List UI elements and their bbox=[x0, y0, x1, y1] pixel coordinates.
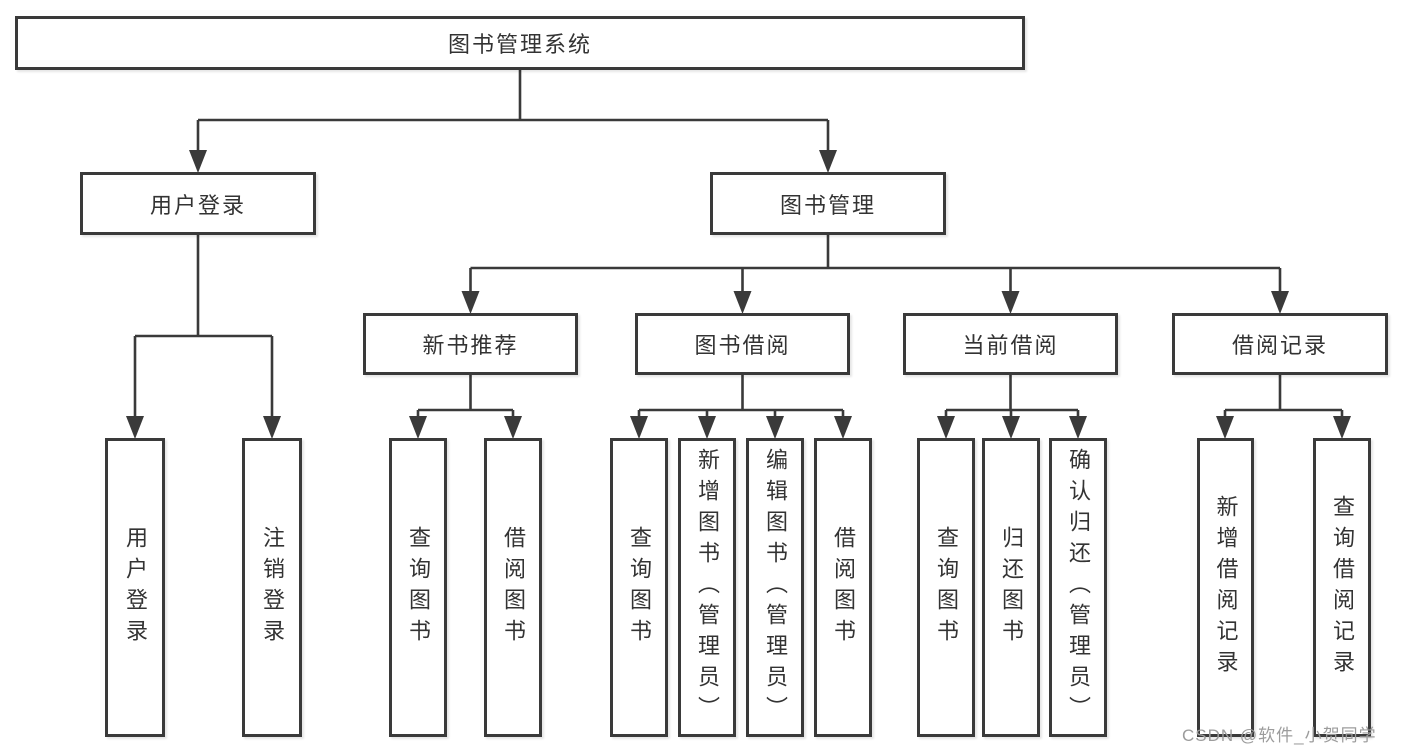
arrow-down-icon bbox=[937, 416, 955, 439]
node-root-system: 图书管理系统 bbox=[15, 16, 1025, 70]
arrow-down-icon bbox=[1271, 291, 1289, 314]
node-borrowing-records: 借阅记录 bbox=[1172, 313, 1388, 375]
arrow-down-icon bbox=[409, 416, 427, 439]
arrow-down-icon bbox=[126, 416, 144, 439]
node-book-borrowing: 图书借阅 bbox=[635, 313, 850, 375]
arrow-down-icon bbox=[834, 416, 852, 439]
node-new-book-recommend: 新书推荐 bbox=[363, 313, 578, 375]
arrow-down-icon bbox=[698, 416, 716, 439]
leaf-borrow-books: 借阅图书 bbox=[814, 438, 872, 737]
leaf-query-books-recommend: 查询图书 bbox=[389, 438, 447, 737]
arrow-down-icon bbox=[1002, 416, 1020, 439]
node-book-management: 图书管理 bbox=[710, 172, 946, 235]
leaf-add-borrow-record: 新增借阅记录 bbox=[1197, 438, 1254, 737]
arrow-down-icon bbox=[766, 416, 784, 439]
arrow-down-icon bbox=[189, 150, 207, 173]
leaf-query-borrow-record: 查询借阅记录 bbox=[1313, 438, 1371, 737]
arrow-down-icon bbox=[461, 291, 480, 314]
leaf-query-books-current: 查询图书 bbox=[917, 438, 975, 737]
tree-connector-path bbox=[133, 70, 1344, 421]
arrow-down-icon bbox=[504, 416, 522, 439]
arrow-down-icon bbox=[1333, 416, 1351, 439]
arrow-down-icon bbox=[819, 150, 837, 173]
leaf-borrow-books-recommend: 借阅图书 bbox=[484, 438, 542, 737]
arrow-down-icon bbox=[263, 416, 281, 439]
leaf-edit-book-admin: 编辑图书（管理员） bbox=[746, 438, 804, 737]
arrow-down-icon bbox=[733, 291, 752, 314]
leaf-return-book: 归还图书 bbox=[982, 438, 1040, 737]
csdn-watermark: CSDN @软件_小贺同学 bbox=[1182, 726, 1377, 745]
node-user-login: 用户登录 bbox=[80, 172, 316, 235]
leaf-add-book-admin: 新增图书（管理员） bbox=[678, 438, 736, 737]
arrow-down-icon bbox=[1001, 291, 1020, 314]
arrowheads-group bbox=[126, 150, 1351, 439]
arrow-down-icon bbox=[630, 416, 648, 439]
leaf-query-books-borrowing: 查询图书 bbox=[610, 438, 668, 737]
arrow-down-icon bbox=[1216, 416, 1234, 439]
leaf-confirm-return-admin: 确认归还（管理员） bbox=[1049, 438, 1107, 737]
leaf-user-login: 用户登录 bbox=[105, 438, 165, 737]
leaf-logout: 注销登录 bbox=[242, 438, 302, 737]
arrow-down-icon bbox=[1069, 416, 1087, 439]
node-current-borrowing: 当前借阅 bbox=[903, 313, 1118, 375]
